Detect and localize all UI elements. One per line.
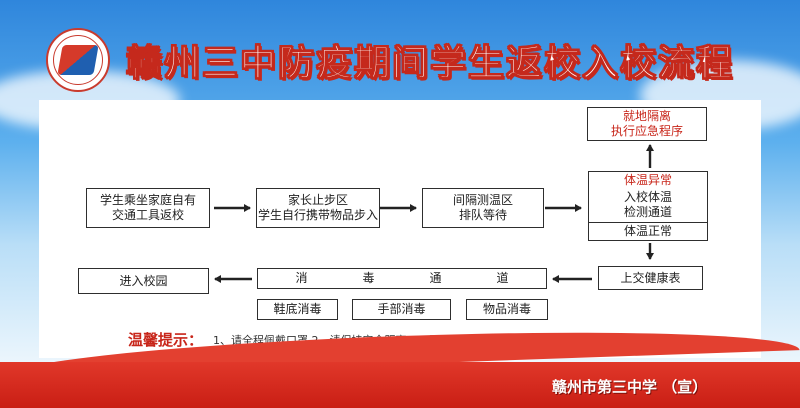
step-line: 排队等待 — [458, 208, 507, 222]
school-signature: 赣州市第三中学 （宣） — [552, 378, 708, 396]
temp-normal-label: 体温正常 — [623, 224, 672, 238]
channel-char: 通 — [429, 271, 442, 285]
disinfection-channel-label: 消 毒 通 道 — [258, 271, 546, 286]
enter-campus-box: 进入校园 — [78, 268, 209, 294]
temp-check-box: 入校体温 检测通道 — [588, 188, 708, 223]
step-return-by-family-car: 学生乘坐家庭自有 交通工具返校 — [86, 188, 210, 228]
channel-char: 毒 — [362, 271, 375, 285]
step-line: 学生乘坐家庭自有 — [99, 193, 196, 207]
school-logo — [46, 28, 110, 92]
health-form-box: 上交健康表 — [598, 266, 703, 290]
disinfection-channel-box: 消 毒 通 道 — [257, 268, 547, 289]
step-line: 学生自行携带物品步入 — [257, 208, 378, 222]
temp-abnormal-box: 体温异常 — [588, 171, 708, 189]
temp-normal-box: 体温正常 — [588, 222, 708, 241]
health-form-label: 上交健康表 — [620, 270, 681, 285]
step-line: 交通工具返校 — [111, 208, 184, 222]
page-title: 赣州三中防疫期间学生返校入校流程 — [125, 43, 735, 85]
step-line: 检测通道 — [623, 205, 672, 219]
step-temperature-queue: 间隔测温区 排队等待 — [422, 188, 544, 228]
disinfect-label: 物品消毒 — [482, 302, 531, 316]
step-parent-stop-zone: 家长止步区 学生自行携带物品步入 — [256, 188, 380, 228]
step-line: 入校体温 — [623, 190, 672, 204]
disinfect-label: 鞋底消毒 — [273, 302, 322, 316]
channel-char: 道 — [496, 271, 509, 285]
quarantine-box: 就地隔离 执行应急程序 — [587, 107, 707, 141]
item-disinfect-box: 物品消毒 — [466, 299, 548, 320]
step-line: 家长止步区 — [287, 193, 348, 207]
shoe-disinfect-box: 鞋底消毒 — [257, 299, 338, 320]
tips-label: 温馨提示： — [128, 331, 204, 349]
channel-char: 消 — [295, 271, 308, 285]
step-line: 执行应急程序 — [610, 124, 683, 138]
temp-abnormal-label: 体温异常 — [623, 172, 672, 187]
hand-disinfect-box: 手部消毒 — [352, 299, 451, 320]
enter-campus-label: 进入校园 — [119, 273, 168, 288]
disinfect-label: 手部消毒 — [377, 302, 426, 316]
step-line: 就地隔离 — [622, 109, 671, 123]
bottom-banner — [0, 362, 800, 408]
step-line: 间隔测温区 — [452, 193, 513, 207]
logo-ring — [53, 35, 103, 85]
